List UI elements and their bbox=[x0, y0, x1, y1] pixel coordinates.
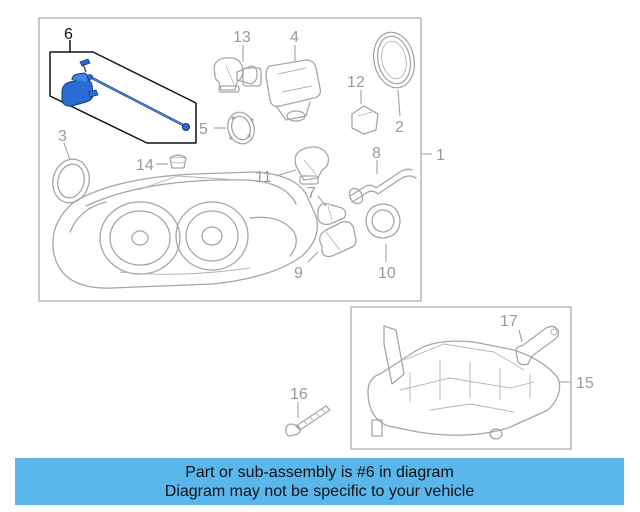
part-11-bulb[interactable] bbox=[275, 146, 330, 185]
callout-7[interactable]: 7 bbox=[307, 185, 316, 202]
callout-17[interactable]: 17 bbox=[500, 313, 518, 330]
headlamp-assembly-frame bbox=[38, 17, 422, 302]
callout-12[interactable]: 12 bbox=[347, 74, 365, 91]
part-8-socket-harness[interactable] bbox=[347, 160, 417, 206]
callout-1[interactable]: 1 bbox=[436, 147, 445, 164]
callout-15[interactable]: 15 bbox=[576, 375, 594, 392]
callout-4[interactable]: 4 bbox=[290, 29, 299, 46]
housing-frame bbox=[350, 306, 572, 450]
part-6-adjusting-rod bbox=[87, 74, 190, 131]
callout-10[interactable]: 10 bbox=[378, 265, 396, 282]
callout-5[interactable]: 5 bbox=[199, 121, 208, 138]
part-10-socket[interactable] bbox=[365, 203, 401, 262]
callout-3[interactable]: 3 bbox=[58, 128, 67, 145]
part-6-leveling-adjuster[interactable] bbox=[49, 40, 197, 144]
part-4-leveling-motor[interactable] bbox=[265, 45, 322, 122]
callout-14[interactable]: 14 bbox=[136, 157, 154, 174]
callout-6[interactable]: 6 bbox=[64, 26, 73, 43]
part-17-bracket[interactable] bbox=[515, 325, 560, 366]
callout-2[interactable]: 2 bbox=[395, 119, 404, 136]
callout-13[interactable]: 13 bbox=[233, 29, 251, 46]
parts-diagram: 6 13 4 12 2 1 3 5 14 11 8 7 9 10 17 15 1… bbox=[38, 17, 594, 450]
part-2-dust-cap[interactable] bbox=[369, 28, 420, 117]
part-9-bulb[interactable] bbox=[307, 221, 357, 263]
headlamp-housing bbox=[52, 171, 319, 289]
callout-8[interactable]: 8 bbox=[372, 145, 381, 162]
part-14-clip[interactable] bbox=[156, 154, 187, 169]
info-banner: Part or sub-assembly is #6 in diagram Di… bbox=[15, 458, 624, 505]
callout-16[interactable]: 16 bbox=[290, 386, 308, 403]
part-6-adjuster-motor bbox=[61, 72, 99, 107]
part-13-bulb[interactable] bbox=[213, 45, 262, 93]
banner-line-2: Diagram may not be specific to your vehi… bbox=[164, 482, 475, 500]
part-7-bulb[interactable] bbox=[317, 195, 347, 226]
part-12-clip[interactable] bbox=[351, 90, 379, 135]
part-5-retaining-ring[interactable] bbox=[214, 109, 258, 147]
part-3-dust-cap[interactable] bbox=[48, 142, 94, 207]
banner-line-1: Part or sub-assembly is #6 in diagram bbox=[185, 463, 454, 481]
part-16-bolt[interactable] bbox=[285, 402, 331, 437]
part-6-screw bbox=[79, 58, 91, 73]
callout-9[interactable]: 9 bbox=[294, 265, 303, 282]
callout-11[interactable]: 11 bbox=[255, 169, 272, 186]
part-15-housing[interactable] bbox=[367, 325, 571, 440]
